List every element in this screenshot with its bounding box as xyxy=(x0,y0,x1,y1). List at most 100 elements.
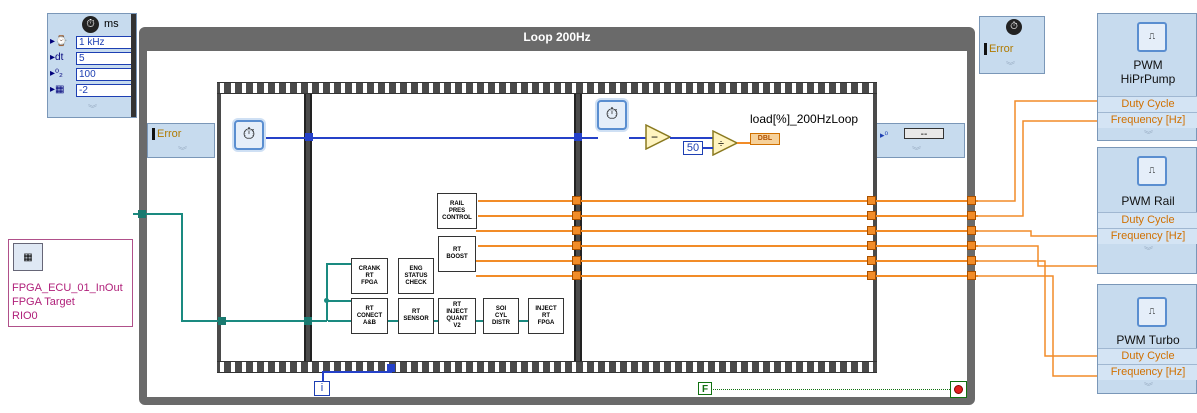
timing-row-priority[interactable]: ▸⁰₂ 100 xyxy=(48,68,136,81)
fpga-reference[interactable]: ▦ FPGA_ECU_01_InOut FPGA Target RIO0 xyxy=(8,239,133,327)
wire-numeric xyxy=(322,371,324,381)
subvi-rail-pres-control[interactable]: RAIL PRES CONTROL xyxy=(437,193,477,229)
sequence-frame-divider xyxy=(304,94,312,361)
chevron-down-icon: ︾ xyxy=(178,146,188,156)
node-border xyxy=(131,14,136,117)
subtract-function[interactable]: − xyxy=(645,124,671,150)
wire-double xyxy=(478,245,978,247)
wire-refnum xyxy=(226,320,310,322)
timed-loop-input-node[interactable]: ⏱ ms ▸⌚ 1 kHz ▸dt 5 ▸⁰₂ 100 ▸▦ -2 ︾ xyxy=(47,13,137,118)
pwm-icon: ⎍ xyxy=(1137,22,1167,52)
timing-row-dt[interactable]: ▸dt 5 xyxy=(48,52,136,65)
wire-refnum xyxy=(326,263,351,265)
pwm-rail-node[interactable]: ⎍ PWM Rail Duty Cycle Frequency [Hz] ︾ xyxy=(1097,147,1197,274)
sequence-tunnel xyxy=(867,256,876,265)
chevron-down-icon: ︾ xyxy=(1144,382,1154,392)
load-indicator-label: load[%]_200HzLoop xyxy=(750,112,859,126)
expand-chevron-icon[interactable]: ︾ xyxy=(88,104,98,114)
sequence-bottom-strip xyxy=(217,361,877,373)
pwm-title: PWM HiPrPump xyxy=(1120,58,1176,86)
sequence-tunnel xyxy=(867,241,876,250)
wire-refnum xyxy=(181,213,183,321)
timing-row-source[interactable]: ▸⌚ 1 kHz xyxy=(48,36,136,49)
clock-icon: ⏱ xyxy=(1006,19,1022,35)
wire-refnum xyxy=(326,300,351,302)
sequence-tunnel xyxy=(218,317,226,325)
loop-output-indicator[interactable]: ▸⁰ -- ︾ xyxy=(875,123,965,158)
wire-junction xyxy=(324,298,329,303)
subvi-inject-rt-fpga[interactable]: INJECT RT FPGA xyxy=(528,298,564,334)
wire-numeric xyxy=(312,137,578,139)
wire-double xyxy=(476,260,978,262)
chevron-down-icon: ︾ xyxy=(1144,130,1154,140)
wire-double xyxy=(478,215,978,217)
fpga-line-2: FPGA Target xyxy=(12,296,75,308)
wire-numeric xyxy=(629,137,647,139)
duty-cycle-field[interactable]: Duty Cycle xyxy=(1098,96,1197,112)
indicator-value: -- xyxy=(904,128,944,140)
wire-refnum xyxy=(312,320,327,322)
subvi-soi-cyl-distr[interactable]: SOI CYL DISTR xyxy=(483,298,519,334)
sequence-tunnel xyxy=(304,317,312,325)
pwm-icon: ⎍ xyxy=(1137,297,1167,327)
frequency-field[interactable]: Frequency [Hz] xyxy=(1098,364,1197,380)
subvi-rt-sensor[interactable]: RT SENSOR xyxy=(398,298,434,334)
error-in-label: Error xyxy=(152,128,183,140)
iteration-terminal[interactable]: i xyxy=(314,381,330,396)
error-out-label: Error xyxy=(984,43,1015,55)
tick-count-icon[interactable]: ⏱ xyxy=(597,100,627,130)
sequence-tunnel xyxy=(867,211,876,220)
constant-50[interactable]: 50 xyxy=(683,141,703,155)
chevron-down-icon: ︾ xyxy=(1006,61,1016,71)
loop-tunnel xyxy=(967,196,976,205)
sequence-top-strip xyxy=(217,82,877,94)
wire-double xyxy=(737,142,751,144)
loop-tunnel xyxy=(967,241,976,250)
wire-refnum xyxy=(146,213,183,215)
loop-tunnel xyxy=(967,211,976,220)
sequence-tunnel xyxy=(572,271,581,280)
pwm-hiprpump-node[interactable]: ⎍ PWM HiPrPump Duty Cycle Frequency [Hz]… xyxy=(1097,13,1197,141)
duty-cycle-field[interactable]: Duty Cycle xyxy=(1098,348,1197,364)
chevron-down-icon: ︾ xyxy=(1144,246,1154,256)
sequence-tunnel xyxy=(867,196,876,205)
timing-unit: ms xyxy=(104,18,119,30)
dbl-tag: DBL xyxy=(757,135,773,142)
wire-double xyxy=(476,275,978,277)
fpga-icon: ▦ xyxy=(13,243,43,271)
clock-icon: ⏱ xyxy=(82,16,99,33)
subvi-rt-inject-quant[interactable]: RT INJECT QUANT V2 xyxy=(438,298,476,334)
fpga-line-3: RIO0 xyxy=(12,310,38,322)
frequency-field[interactable]: Frequency [Hz] xyxy=(1098,228,1197,244)
duty-cycle-field[interactable]: Duty Cycle xyxy=(1098,212,1197,228)
subvi-rt-conect-ab[interactable]: RT CONECT A&B xyxy=(351,298,388,334)
subvi-eng-status-check[interactable]: ENG STATUS CHECK xyxy=(398,258,434,294)
tick-count-icon[interactable]: ⏱ xyxy=(234,120,264,150)
sequence-tunnel xyxy=(574,133,582,141)
stop-condition-terminal[interactable] xyxy=(950,381,967,398)
sequence-tunnel xyxy=(305,133,313,141)
wire-numeric xyxy=(670,137,715,139)
load-indicator[interactable]: DBL xyxy=(750,133,780,145)
arrow-icon: ▸⁰ xyxy=(880,130,889,140)
timing-row-processor[interactable]: ▸▦ -2 xyxy=(48,84,136,97)
wire-refnum xyxy=(181,320,226,322)
loop-tunnel xyxy=(967,256,976,265)
pwm-turbo-node[interactable]: ⎍ PWM Turbo Duty Cycle Frequency [Hz] ︾ xyxy=(1097,284,1197,394)
subvi-rt-boost[interactable]: RT BOOST xyxy=(438,236,476,272)
svg-text:÷: ÷ xyxy=(718,138,724,150)
stop-constant[interactable]: F xyxy=(698,382,712,395)
frequency-field[interactable]: Frequency [Hz] xyxy=(1098,112,1197,128)
sequence-tunnel xyxy=(572,226,581,235)
divide-function[interactable]: ÷ xyxy=(712,130,738,156)
subvi-crank-rt-fpga[interactable]: CRANK RT FPGA xyxy=(351,258,388,294)
chevron-down-icon: ︾ xyxy=(912,146,922,156)
wire-refnum xyxy=(326,263,328,321)
sequence-tunnel xyxy=(572,241,581,250)
timed-loop-output-node[interactable]: ⏱ Error ︾ xyxy=(979,16,1045,74)
loop-title: Loop 200Hz xyxy=(523,30,591,44)
fpga-line-1: FPGA_ECU_01_InOut xyxy=(12,282,123,294)
wire-double xyxy=(476,230,978,232)
wire-double xyxy=(478,200,978,202)
error-in-terminal[interactable]: Error ︾ xyxy=(147,123,215,158)
